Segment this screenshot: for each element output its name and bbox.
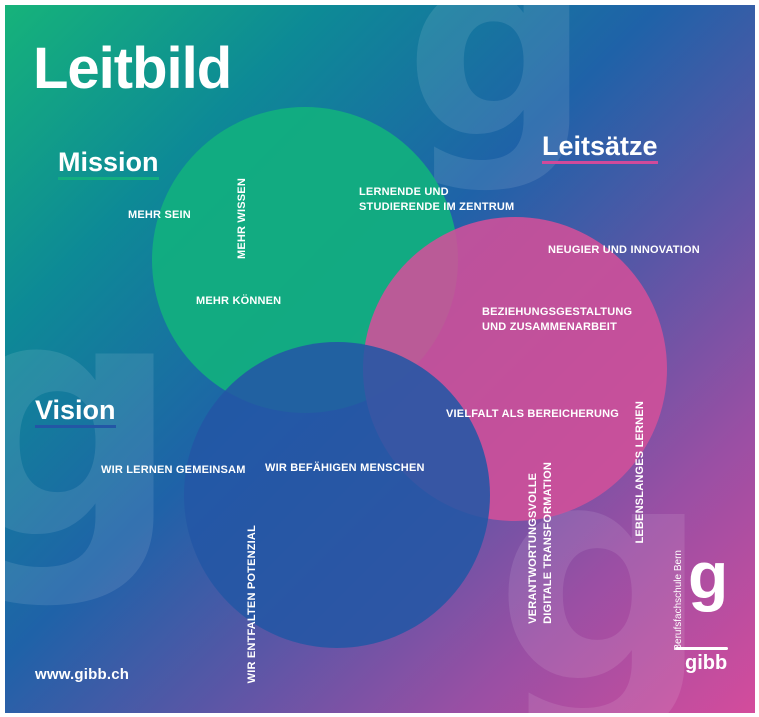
vision-circle	[184, 342, 490, 648]
vision-item: WIR ENTFALTEN POTENZIAL	[246, 525, 258, 684]
logo-name: gibb	[685, 652, 728, 674]
mission-heading: Mission	[58, 147, 159, 180]
page-title: Leitbild	[33, 36, 232, 101]
leitsatz-item: LEBENSLANGES LERNEN	[634, 401, 646, 544]
leitbild-poster: g g g Leitbild Mission Leitsätze Vision …	[5, 5, 755, 713]
leitsatz-item: NEUGIER UND INNOVATION	[548, 244, 700, 256]
vision-item: WIR BEFÄHIGEN MENSCHEN	[265, 462, 425, 474]
mission-item: MEHR SEIN	[128, 209, 191, 221]
mission-item: MEHR WISSEN	[236, 178, 248, 260]
vision-item: WIR LERNEN GEMEINSAM	[101, 464, 246, 476]
leitsatz-item: VIELFALT ALS BEREICHERUNG	[446, 408, 620, 420]
vision-heading: Vision	[35, 395, 116, 428]
background-g-watermark: g	[5, 228, 182, 612]
leitsatz-item: VERANTWORTUNGSVOLLE DIGITALE TRANSFORMAT…	[527, 462, 554, 624]
logo-subtitle: Berufsfachschule Bern	[673, 550, 684, 651]
logo-divider	[675, 647, 728, 650]
leitsatz-item: BEZIEHUNGSGESTALTUNG UND ZUSAMMENARBEIT	[482, 306, 633, 333]
leitsaetze-heading: Leitsätze	[542, 131, 658, 164]
background-g-watermark: g	[405, 5, 592, 196]
logo-g: g	[688, 538, 729, 612]
mission-item: MEHR KÖNNEN	[196, 295, 282, 307]
leitsatz-item: LERNENDE UND STUDIERENDE IM ZENTRUM	[359, 186, 515, 213]
gibb-logo: Berufsfachschule Bern g gibb	[673, 542, 735, 690]
website-link[interactable]: www.gibb.ch	[35, 666, 130, 683]
